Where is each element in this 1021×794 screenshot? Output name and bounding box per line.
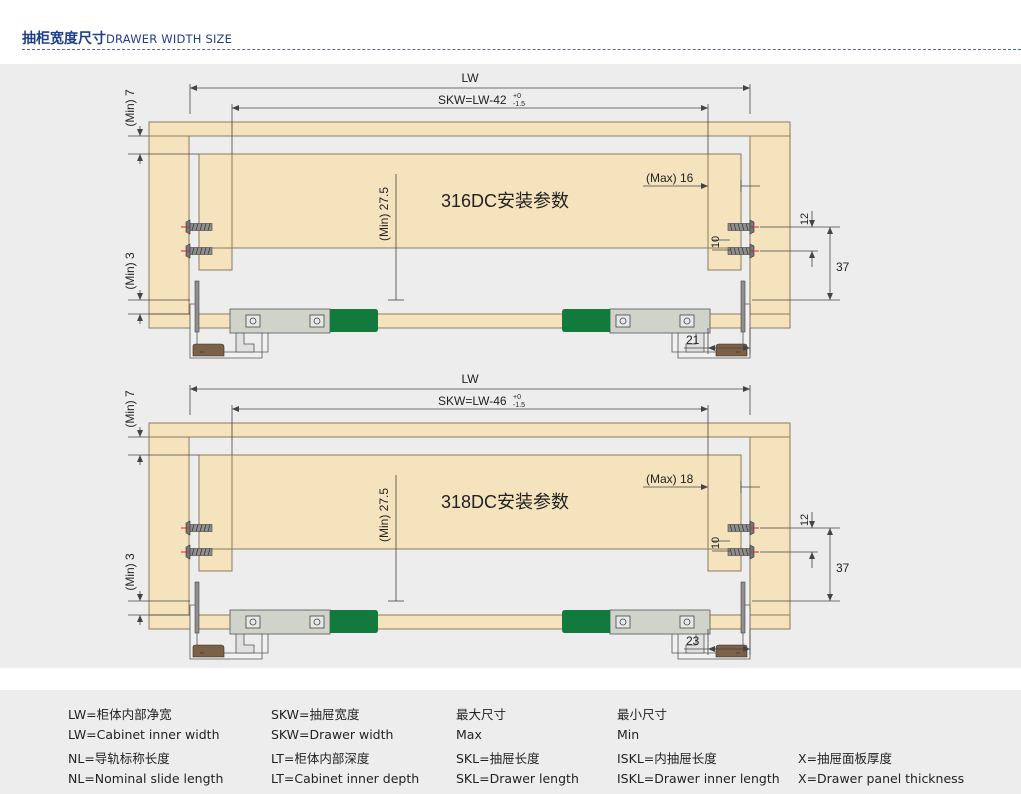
skw-label: SKW=LW-46 [438,394,507,408]
dim-min7: (Min) 7 [123,89,137,127]
model-title: 318DC安装参数 [441,492,569,512]
dim-min27: (Min) 27.5 [377,187,391,241]
model-title: 316DC安装参数 [441,191,569,211]
diagram-top: LW SKW=LW-42 +0 -1.5 316DC安装参数 (Min) 7 (… [123,71,850,359]
legend-item-iskl: ISKL=内抽屉长度 ISKL=Drawer inner length [617,748,780,786]
legend-item-lt: LT=柜体内部深度 LT=Cabinet inner depth [271,748,419,786]
legend-line-zh: NL=导轨标称长度 [68,751,170,766]
legend-line-zh: SKL=抽屉长度 [456,751,540,766]
dim-min3: (Min) 3 [123,553,137,591]
dim-max: (Max) 18 [646,472,694,486]
dim-side: 21 [686,333,700,347]
header: 抽柜宽度尺寸DRAWER WIDTH SIZE [0,0,1021,50]
legend-line-en: NL=Nominal slide length [68,771,224,786]
skw-tol-lower: -1.5 [513,101,525,108]
legend-line-en: ISKL=Drawer inner length [617,771,780,786]
diagram-panel: LW SKW=LW-42 +0 -1.5 316DC安装参数 (Min) 7 (… [0,64,1021,668]
legend-item-nl: NL=导轨标称长度 NL=Nominal slide length [68,748,223,786]
legend-item-min: 最小尺寸 Min [617,704,667,742]
legend-line-zh: 最小尺寸 [617,707,668,722]
legend-line-zh: ISKL=内抽屉长度 [617,751,717,766]
legend-item-x: X=抽屉面板厚度 X=Drawer panel thickness [798,748,964,786]
page-title: 抽柜宽度尺寸DRAWER WIDTH SIZE [22,28,232,48]
skw-label: SKW=LW-42 [438,93,507,107]
dim-side: 23 [686,634,700,648]
dim-37: 37 [836,260,850,274]
header-divider [22,49,1021,50]
diagram-bottom: LW SKW=LW-46 +0 -1.5 318DC安装参数 (Min) 7 (… [123,372,850,660]
legend-line-en: X=Drawer panel thickness [798,771,965,786]
skw-tol-lower: -1.5 [513,402,525,409]
legend-line-en: Min [617,727,640,742]
dim-37: 37 [836,561,850,575]
legend-item-skl: SKL=抽屉长度 SKL=Drawer length [456,748,579,786]
dim-10: 10 [710,537,722,549]
legend-line-en: Max [456,727,482,742]
skw-tol-upper: +0 [513,93,521,100]
dim-12: 12 [799,514,811,526]
lw-label: LW [461,372,479,386]
dim-min7: (Min) 7 [123,390,137,428]
legend-line-zh: LW=柜体内部净宽 [68,707,172,722]
legend-line-en: SKL=Drawer length [456,771,579,786]
legend-line-zh: 最大尺寸 [456,707,507,722]
legend-line-en: SKW=Drawer width [271,727,394,742]
legend-panel: LW=柜体内部净宽 LW=Cabinet inner width SKW=抽屉宽… [0,690,1021,794]
dim-min3: (Min) 3 [123,252,137,290]
legend-item-lw: LW=柜体内部净宽 LW=Cabinet inner width [68,704,220,742]
legend-item-max: 最大尺寸 Max [456,704,506,742]
diagram-svg: LW SKW=LW-42 +0 -1.5 316DC安装参数 (Min) 7 (… [123,71,850,660]
dim-max: (Max) 16 [646,171,694,185]
title-en: DRAWER WIDTH SIZE [106,32,233,46]
lw-label: LW [461,71,479,85]
dim-min27: (Min) 27.5 [377,488,391,542]
title-zh: 抽柜宽度尺寸 [22,31,106,47]
legend-line-en: LW=Cabinet inner width [68,727,220,742]
legend-line-zh: X=抽屉面板厚度 [798,751,893,766]
legend-line-en: LT=Cabinet inner depth [271,771,420,786]
legend-item-skw: SKW=抽屉宽度 SKW=Drawer width [271,704,393,742]
legend-line-zh: SKW=抽屉宽度 [271,707,360,722]
dim-10: 10 [710,236,722,248]
legend-line-zh: LT=柜体内部深度 [271,751,370,766]
dim-12: 12 [799,213,811,225]
skw-tol-upper: +0 [513,394,521,401]
